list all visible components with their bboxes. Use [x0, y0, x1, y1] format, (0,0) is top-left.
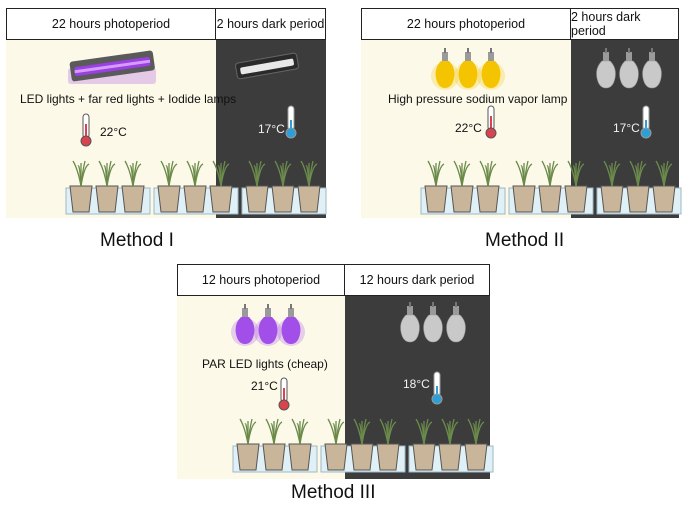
plant-pot	[600, 160, 624, 213]
bulbs-off-icon	[596, 48, 662, 89]
dark-temperature: 17°C	[613, 121, 640, 135]
thermometer-warm-icon	[80, 113, 92, 147]
dark-period-header: 2 hours dark period	[570, 8, 679, 40]
photoperiod-temperature: 22°C	[100, 125, 127, 139]
plant-pot	[245, 160, 269, 213]
plant-pot	[424, 160, 448, 213]
plant-pot	[564, 160, 588, 213]
bulb	[642, 48, 662, 89]
plant-pot	[69, 160, 93, 213]
plant-pot	[376, 418, 400, 471]
sodium-lamp-bulbs-icon	[431, 48, 505, 90]
led-lamp-icon	[68, 50, 156, 84]
thermometer-cold-icon	[285, 105, 297, 139]
lamp-label: LED lights + far red lights + Iodide lam…	[20, 92, 237, 106]
plant-pot	[412, 418, 436, 471]
plant-pot	[538, 160, 562, 213]
plant-pot	[438, 418, 462, 471]
plant-pot	[297, 160, 321, 213]
plant-pot	[350, 418, 374, 471]
plant-pot	[271, 160, 295, 213]
lamp-label: High pressure sodium vapor lamp	[388, 92, 568, 106]
method-2-panel: 22 hours photoperiod 2 hours dark period…	[361, 8, 682, 251]
plant-pots	[420, 160, 682, 215]
plant-pots	[65, 160, 327, 215]
plant-pots	[232, 418, 494, 473]
plant-pot	[121, 160, 145, 213]
plant-pot	[450, 160, 474, 213]
photoperiod-header: 12 hours photoperiod	[177, 264, 345, 296]
method-1-title: Method I	[100, 230, 174, 251]
photoperiod-temperature: 22°C	[455, 121, 482, 135]
method-1-panel: 22 hours photoperiod 2 hours dark period…	[6, 8, 327, 251]
dark-temperature: 18°C	[403, 377, 430, 391]
method-3-panel: 12 hours photoperiod 12 hours dark perio…	[177, 264, 494, 503]
plant-pot	[157, 160, 181, 213]
photoperiod-header: 22 hours photoperiod	[6, 8, 216, 40]
plant-pot	[236, 418, 260, 471]
plant-pot	[464, 418, 488, 471]
bulb	[231, 304, 259, 346]
plant-pot	[288, 418, 312, 471]
bulb	[477, 48, 505, 90]
thermometer-cold-icon	[431, 371, 443, 405]
method-3-title: Method III	[291, 482, 376, 503]
bulb	[277, 304, 305, 346]
thermometer-warm-icon	[485, 105, 497, 139]
plant-pot	[626, 160, 650, 213]
plant-pot	[209, 160, 233, 213]
fluorescent-lamp-off-icon	[235, 52, 299, 80]
plant-pot	[652, 160, 676, 213]
method-2-title: Method II	[485, 230, 565, 251]
bulbs-off-icon	[400, 302, 466, 343]
thermometer-cold-icon	[640, 105, 652, 139]
dark-temperature: 17°C	[258, 122, 285, 136]
plant-pot	[262, 418, 286, 471]
plant-pot	[476, 160, 500, 213]
bulb	[400, 302, 420, 343]
bulb	[596, 48, 616, 89]
bulb	[619, 48, 639, 89]
par-led-bulbs-icon	[231, 304, 305, 346]
bulb	[254, 304, 282, 346]
lamp-label: PAR LED lights (cheap)	[202, 357, 328, 371]
plant-pot	[512, 160, 536, 213]
bulb	[431, 48, 459, 90]
plant-pot	[324, 418, 348, 471]
bulb	[446, 302, 466, 343]
dark-period-header: 2 hours dark period	[215, 8, 326, 40]
photoperiod-temperature: 21°C	[251, 379, 278, 393]
plant-pot	[183, 160, 207, 213]
photoperiod-header: 22 hours photoperiod	[361, 8, 571, 40]
plant-pot	[95, 160, 119, 213]
bulb	[423, 302, 443, 343]
bulb	[454, 48, 482, 90]
dark-period-header: 12 hours dark period	[344, 264, 490, 296]
thermometer-warm-icon	[278, 377, 290, 411]
